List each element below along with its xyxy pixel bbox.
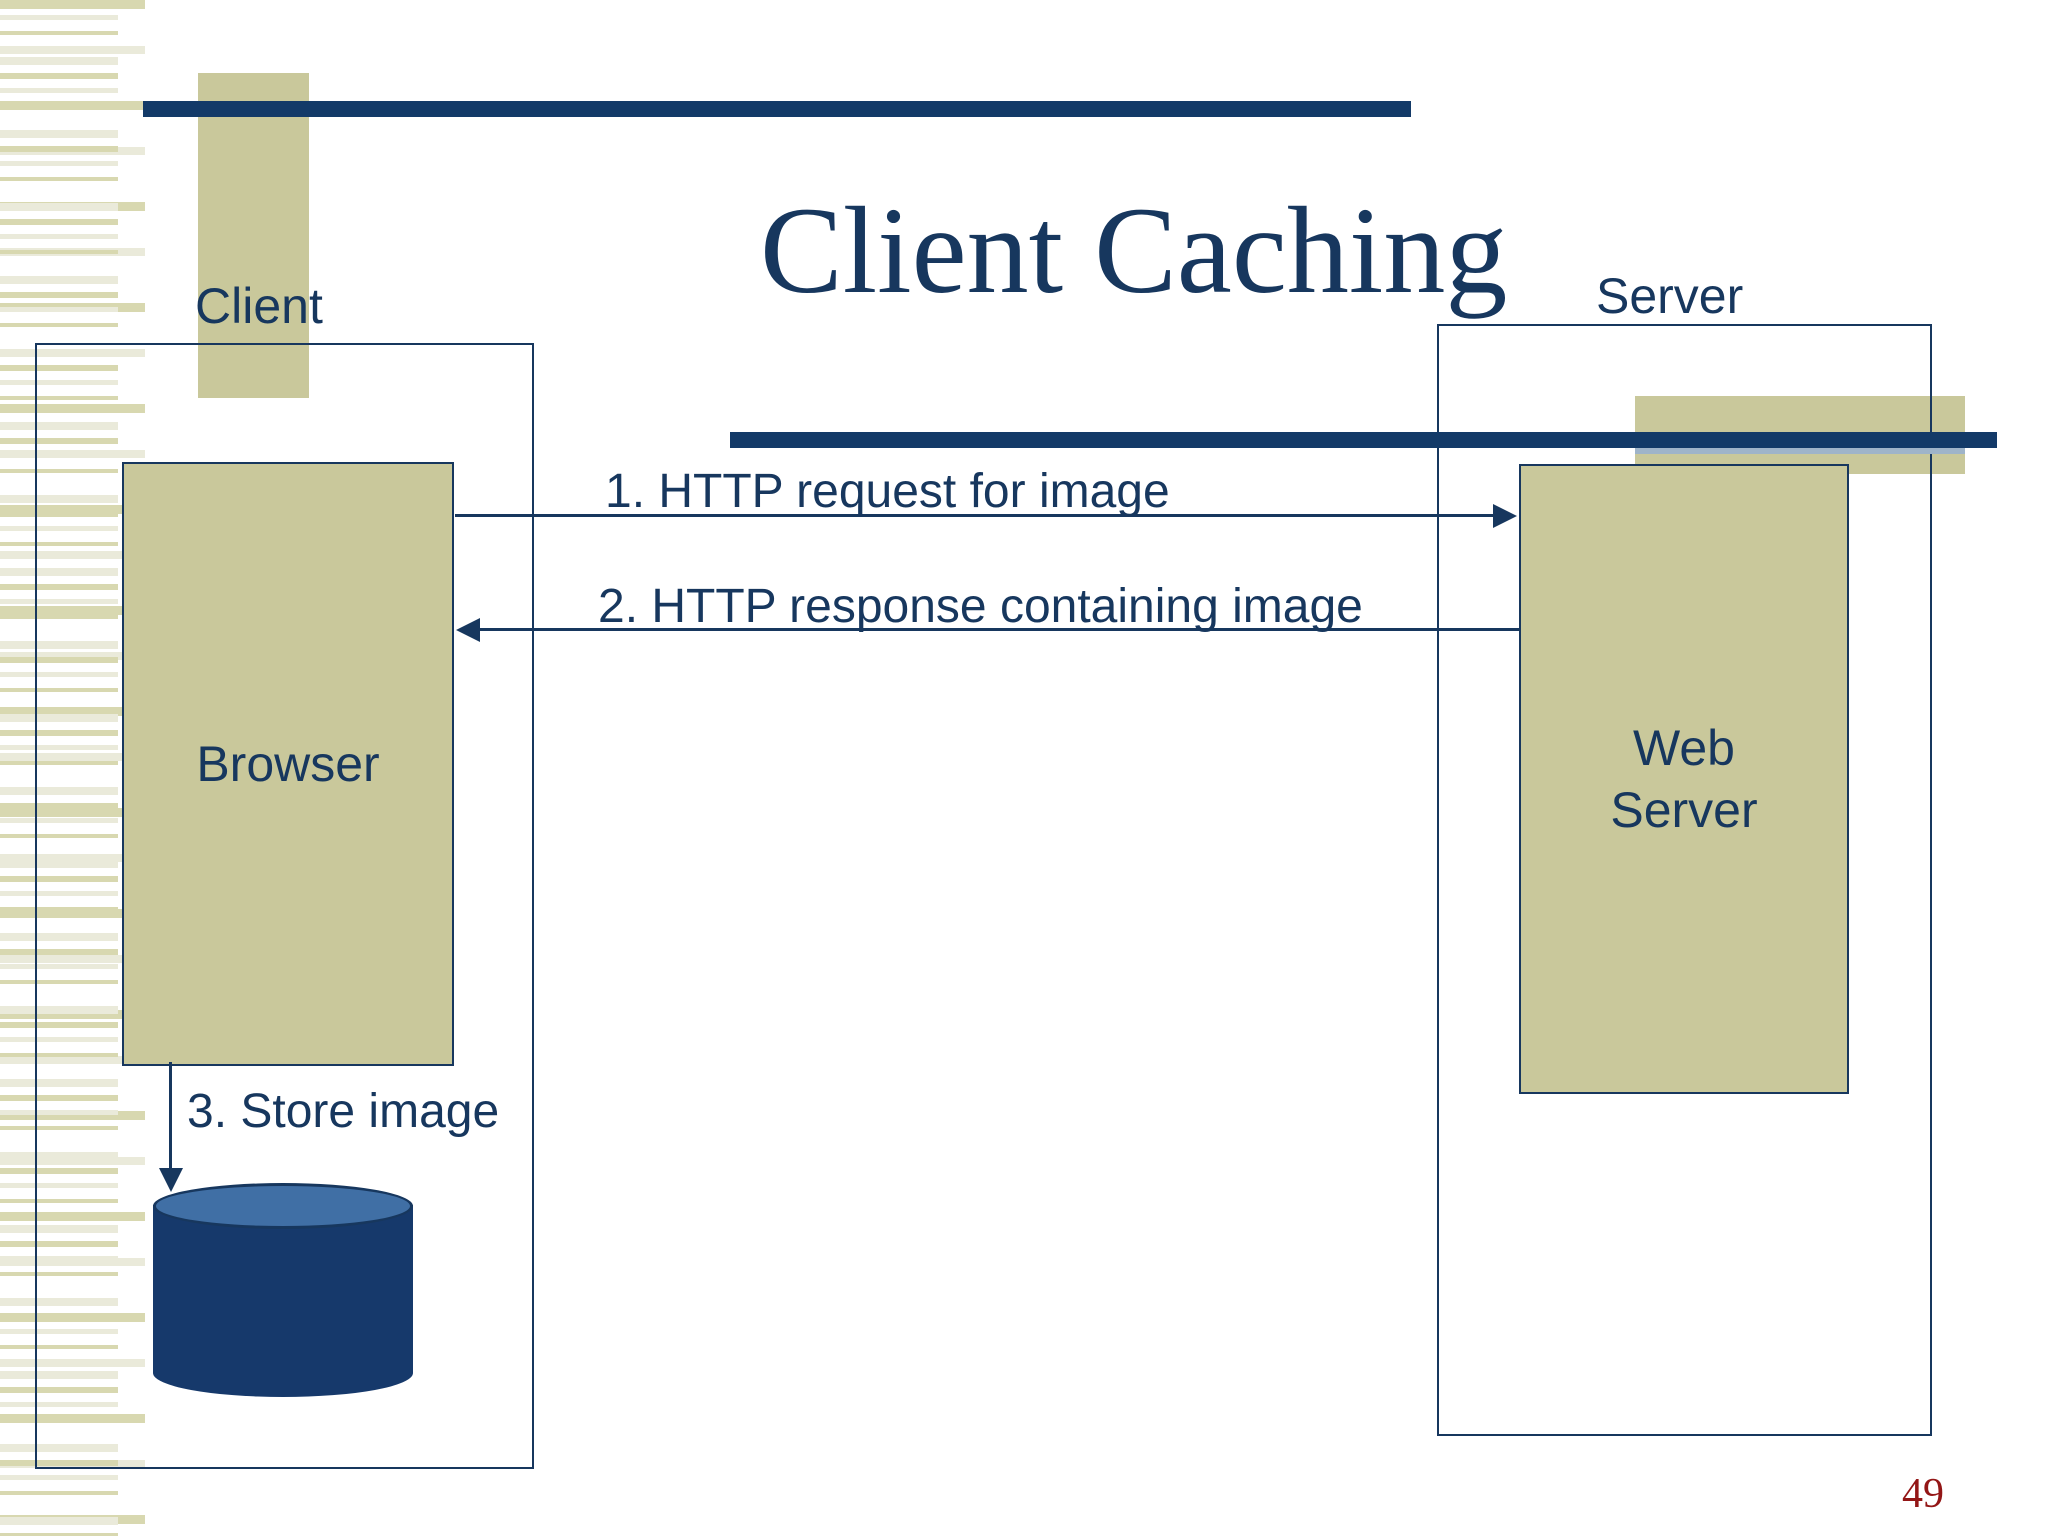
server-container-box <box>1437 324 1932 1436</box>
page-number: 49 <box>1902 1471 1944 1517</box>
server-column-label: Server <box>1596 268 1744 324</box>
store-image-label: 3. Store image <box>187 1085 500 1138</box>
browser-node-label: Browser <box>196 736 380 792</box>
http-request-label: 1. HTTP request for image <box>605 465 1170 518</box>
client-container-box <box>35 343 534 1469</box>
store-image-arrow-line <box>169 1062 172 1170</box>
slide-title: Client Caching <box>760 182 1508 319</box>
arrow-right-icon <box>1493 504 1517 528</box>
arrow-left-icon <box>456 618 480 642</box>
database-cylinder-icon <box>153 1205 413 1397</box>
left-stripe-pattern-dense <box>0 0 118 1536</box>
top-divider-bar <box>143 101 1411 117</box>
client-column-label: Client <box>195 278 323 334</box>
browser-node-box: Browser <box>122 462 454 1066</box>
http-response-label: 2. HTTP response containing image <box>598 580 1363 633</box>
http-response-arrow-line <box>480 628 1520 631</box>
mid-divider-bar <box>730 432 1997 448</box>
mid-bar-light-edge <box>1635 448 1965 454</box>
http-request-arrow-line <box>455 514 1495 517</box>
arrow-down-icon <box>159 1168 183 1192</box>
database-cylinder-top-icon <box>153 1183 413 1229</box>
